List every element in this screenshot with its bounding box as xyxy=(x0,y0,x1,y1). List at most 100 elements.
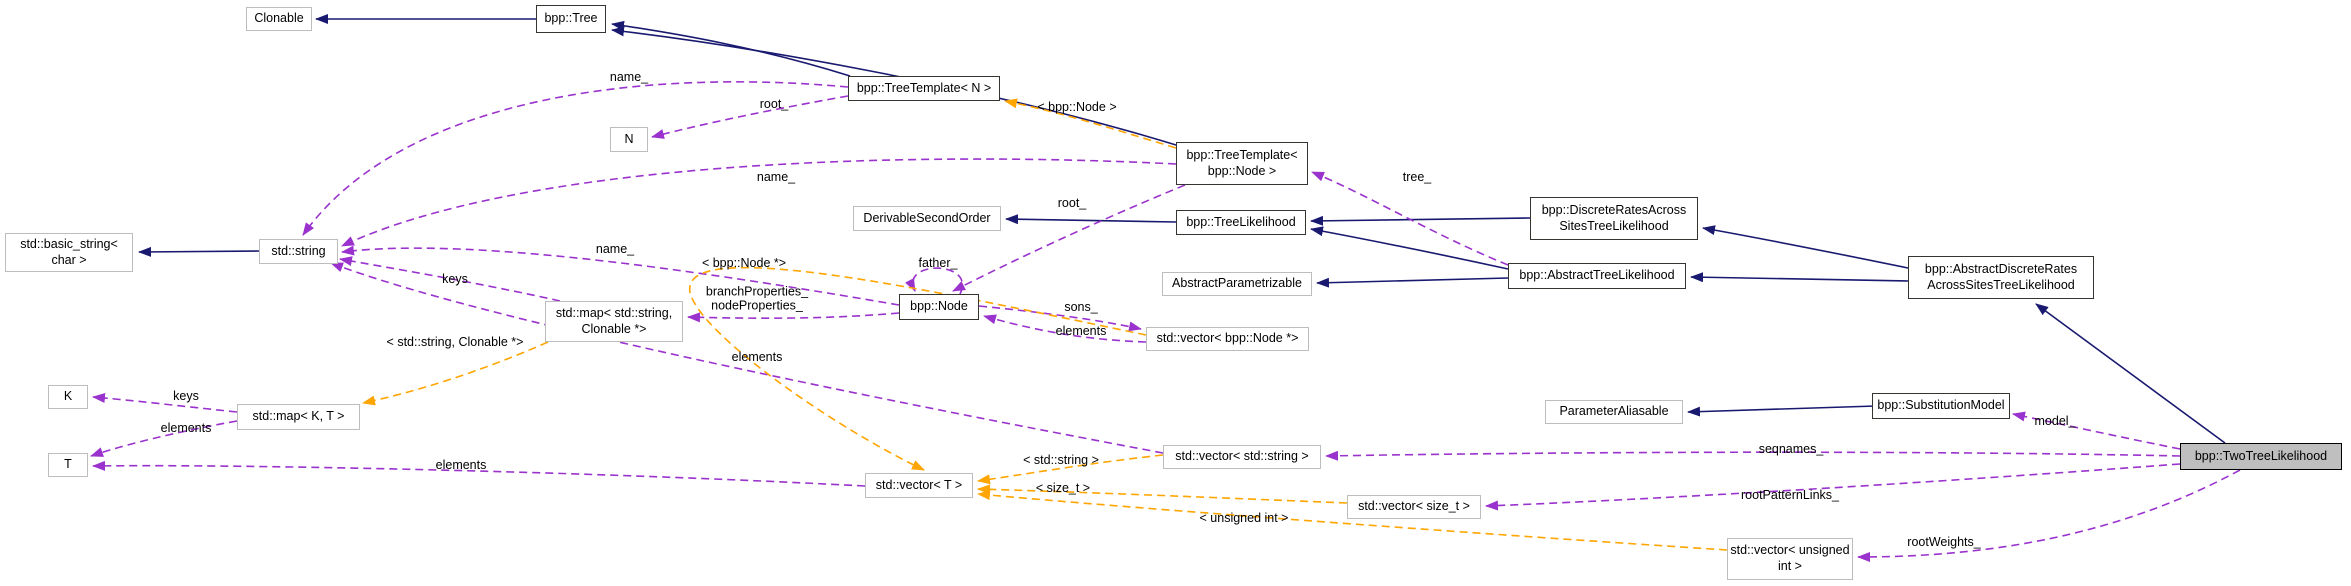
edge-label-p1: name_ xyxy=(609,69,649,84)
edge-label-p11: keys xyxy=(442,271,468,286)
class-node-label: Clonable *> xyxy=(581,321,647,336)
edge-label-o3: < bpp::Node *> xyxy=(701,255,787,270)
edge-label-p6: father_ xyxy=(918,255,958,270)
edge-label-p17: rootPatternLinks_ xyxy=(1741,487,1839,502)
edge-inheritance-treetemplate-node-to-bpp-tree xyxy=(611,26,1177,146)
edge-member-vector-string-to-string xyxy=(330,262,1164,454)
class-node-k: K xyxy=(48,385,88,409)
class-node-label: std::string xyxy=(271,243,326,258)
class-node-label: K xyxy=(63,389,73,404)
edge-member-two-tree-likelihood-to-vector-unsigned-int xyxy=(1857,469,2241,562)
edge-inheritance-two-tree-likelihood-to-abstract-discrete-rates xyxy=(2035,303,2226,444)
edge-member-vector-node-ptr-to-node xyxy=(983,314,1147,343)
class-node-vector-string: std::vector< std::string > xyxy=(1163,445,1321,469)
edge-inheritance-abstract-discrete-rates-to-discrete-rates xyxy=(1702,225,1909,269)
class-node-label: std::basic_string< xyxy=(20,236,118,251)
class-node-label: Clonable xyxy=(254,11,304,26)
class-node-parameter-aliasable: ParameterAliasable xyxy=(1545,400,1683,424)
class-node-map-k-t: std::map< K, T > xyxy=(237,404,360,430)
edge-label-o1: < bpp::Node > xyxy=(1037,99,1117,114)
class-node-substitution-model[interactable]: bpp::SubstitutionModel xyxy=(1872,393,2010,419)
edge-member-map-string-clonable-to-string xyxy=(339,256,561,302)
class-node-vector-size-t: std::vector< size_t > xyxy=(1347,495,1481,519)
class-node-label: std::vector< unsigned xyxy=(1730,543,1850,558)
class-node-tree-likelihood[interactable]: bpp::TreeLikelihood xyxy=(1176,210,1306,235)
class-node-t: T xyxy=(48,453,88,477)
class-node-label: T xyxy=(64,457,72,472)
edge-member-two-tree-likelihood-to-vector-string xyxy=(1325,450,2181,461)
class-node-label: bpp::Node xyxy=(910,299,968,314)
edge-inheritance-tree-likelihood-to-derivable-second-order xyxy=(1005,214,1177,225)
class-node-node[interactable]: bpp::Node xyxy=(899,294,979,320)
class-node-label: N xyxy=(624,131,634,146)
edge-member-two-tree-likelihood-to-vector-size-t xyxy=(1485,463,2181,511)
class-node-label: bpp::DiscreteRatesAcross xyxy=(1541,202,1687,217)
edge-member-vector-t-to-t xyxy=(92,460,866,487)
edge-label-o5: < size_t > xyxy=(1035,480,1091,495)
edge-label-p8: branchProperties_ nodeProperties_ xyxy=(705,284,809,313)
edge-inheritance-abstract-tree-likelihood-to-tree-likelihood xyxy=(1310,226,1509,270)
edge-member-node-to-string xyxy=(341,245,900,306)
class-node-treetemplate-node[interactable]: bpp::TreeTemplate<bpp::Node > xyxy=(1176,142,1308,185)
class-node-label: bpp::Tree xyxy=(544,11,598,26)
edge-member-treetemplate-n-to-n xyxy=(651,95,849,139)
class-node-label: std::vector< T > xyxy=(875,477,963,492)
class-node-label: std::vector< bpp::Node *> xyxy=(1156,331,1299,346)
edge-inheritance-treetemplate-n-to-bpp-tree xyxy=(611,20,851,77)
edge-label-p2: root_ xyxy=(759,96,789,111)
class-node-label: SitesTreeLikelihood xyxy=(1559,218,1669,233)
edge-inheritance-abstract-tree-likelihood-to-abstract-parametrizable xyxy=(1316,277,1509,288)
edge-label-p9: sons_ xyxy=(1064,299,1098,314)
class-node-label: bpp::AbstractDiscreteRates xyxy=(1924,261,2078,276)
class-node-label: int > xyxy=(1778,559,1802,573)
edge-label-p3: name_ xyxy=(756,169,796,184)
class-node-string: std::string xyxy=(259,239,338,264)
edge-label-p7: name_ xyxy=(595,241,635,256)
class-node-two-tree-likelihood: bpp::TwoTreeLikelihood xyxy=(2180,443,2342,470)
class-node-vector-node-ptr: std::vector< bpp::Node *> xyxy=(1146,327,1309,351)
class-node-label: AcrossSitesTreeLikelihood xyxy=(1927,277,2075,292)
edge-label-p14: elements xyxy=(160,420,212,435)
edge-label-p4: root_ xyxy=(1057,195,1087,210)
class-node-label: bpp::SubstitutionModel xyxy=(1877,398,2005,413)
class-node-abstract-tree-likelihood[interactable]: bpp::AbstractTreeLikelihood xyxy=(1508,263,1686,289)
edge-label-p5: tree_ xyxy=(1402,169,1432,184)
edge-inheritance-abstract-discrete-rates-to-abstract-tree-likelihood xyxy=(1690,272,1909,283)
edge-template-vector-unsigned-int-to-vector-t xyxy=(977,490,1728,551)
class-node-label: bpp::AbstractTreeLikelihood xyxy=(1519,268,1675,283)
edge-inheritance-discrete-rates-to-tree-likelihood xyxy=(1310,215,1531,226)
class-node-label: DerivableSecondOrder xyxy=(863,210,991,225)
class-node-label: bpp::TreeTemplate< xyxy=(1186,147,1298,162)
class-node-label: std::vector< std::string > xyxy=(1175,449,1309,464)
edge-member-treetemplate-n-to-string xyxy=(302,81,849,236)
edge-inheritance-string-to-basic-string xyxy=(138,246,260,257)
class-node-label: bpp::TwoTreeLikelihood xyxy=(2194,448,2328,463)
edge-member-abstract-tree-likelihood-to-treetemplate-node xyxy=(1311,171,1509,266)
class-node-treetemplate-n[interactable]: bpp::TreeTemplate< N > xyxy=(848,76,1000,101)
class-node-n: N xyxy=(610,127,648,152)
class-node-abstract-parametrizable: AbstractParametrizable xyxy=(1162,272,1312,296)
class-node-label: ParameterAliasable xyxy=(1559,404,1669,419)
edge-label-p10: elements xyxy=(1055,323,1107,338)
edge-member-node-to-vector-node-ptr xyxy=(978,305,1142,332)
edge-member-node-to-node xyxy=(905,267,964,295)
class-node-label: std::map< K, T > xyxy=(252,409,345,424)
edge-member-node-to-map-string-clonable xyxy=(687,312,900,323)
edge-label-p18: rootWeights_ xyxy=(1907,534,1981,549)
edge-inheritance-substitution-model-to-parameter-aliasable xyxy=(1687,405,1877,417)
edge-label-o2: < std::string, Clonable *> xyxy=(386,334,524,349)
class-node-vector-t: std::vector< T > xyxy=(865,473,973,498)
class-node-bpp-tree[interactable]: bpp::Tree xyxy=(536,5,606,33)
edge-member-map-k-t-to-k xyxy=(92,392,238,413)
edge-template-vector-string-to-vector-t xyxy=(977,454,1164,485)
class-node-label: std::map< std::string, xyxy=(555,305,673,320)
edge-label-p13: keys xyxy=(173,388,199,403)
class-node-derivable-second-order: DerivableSecondOrder xyxy=(853,206,1001,231)
edge-label-p12: elements xyxy=(731,349,783,364)
edge-template-vector-size-t-to-vector-t xyxy=(977,484,1348,504)
